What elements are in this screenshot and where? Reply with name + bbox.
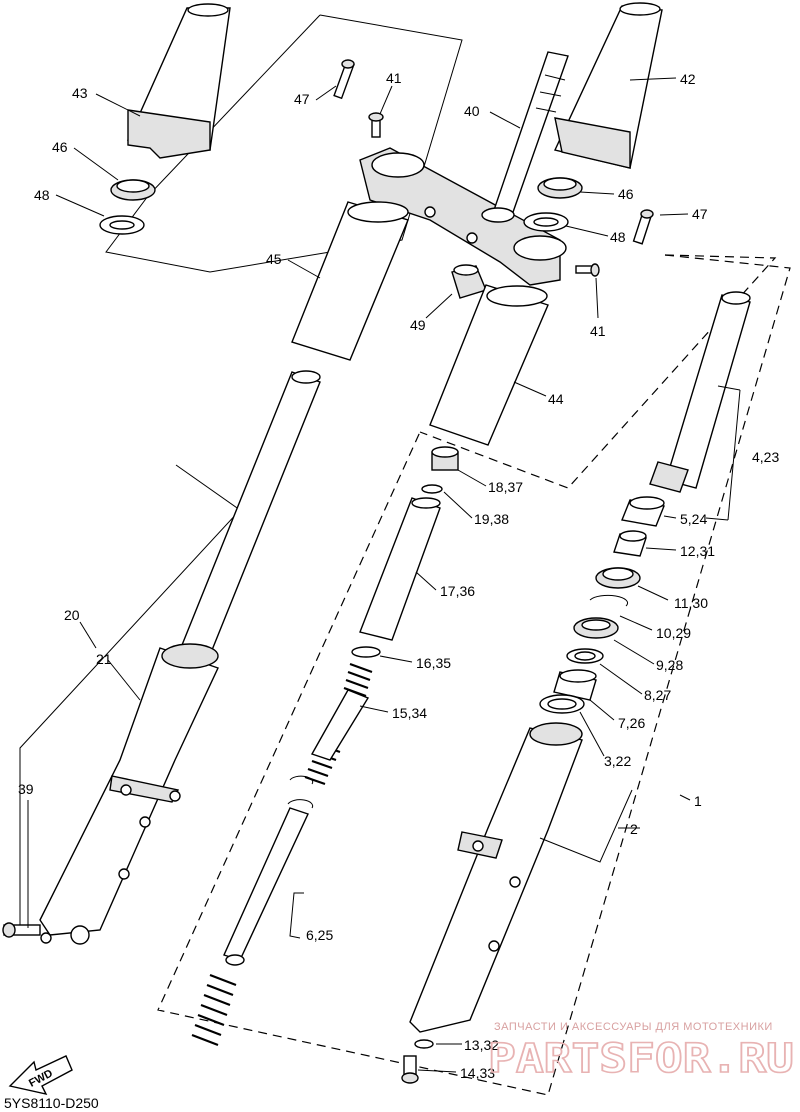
callout-48-left: 48 <box>34 187 50 203</box>
callout-8-27: 8,27 <box>644 687 671 703</box>
stem-nut-49 <box>451 264 487 299</box>
callout-2: 2 <box>630 821 638 837</box>
washer-right-48 <box>523 212 569 232</box>
callout-14-33: 14,33 <box>460 1065 495 1081</box>
callout-labels: 43 46 48 47 41 40 42 46 47 48 45 49 41 4… <box>18 70 779 1081</box>
under-bracket <box>359 147 567 286</box>
callout-15-34: 15,34 <box>392 705 427 721</box>
fork-spring-15 <box>304 662 373 786</box>
slide-metal-7 <box>553 669 597 701</box>
diagram-code: 5YS8110-D250 <box>4 1095 99 1111</box>
assembly-outlines <box>19 14 791 1096</box>
left-outer-tube-21 <box>39 643 219 945</box>
bolt-47-top <box>333 59 355 100</box>
ring-nut-left-46 <box>110 179 156 201</box>
callout-47-top: 47 <box>294 91 310 107</box>
callout-3-22: 3,22 <box>604 753 631 769</box>
callout-9-28: 9,28 <box>656 657 683 673</box>
callout-5-24: 5,24 <box>680 511 707 527</box>
callout-47-right: 47 <box>692 206 708 222</box>
gasket-13 <box>414 1039 434 1049</box>
callout-46-left: 46 <box>52 139 68 155</box>
callout-13-32: 13,32 <box>464 1037 499 1053</box>
callout-18-37: 18,37 <box>488 479 523 495</box>
callout-39: 39 <box>18 781 34 797</box>
callout-46-right: 46 <box>618 186 634 202</box>
fork-cover-right-42 <box>554 2 663 169</box>
callout-44: 44 <box>548 391 564 407</box>
outer-tube-2 <box>409 722 583 1033</box>
o-ring-19 <box>421 484 443 494</box>
dust-seal-11 <box>595 567 641 589</box>
cover-45 <box>291 201 409 361</box>
fork-cover-left-43 <box>126 3 231 159</box>
callout-1: 1 <box>694 793 702 809</box>
callout-41-right: 41 <box>590 323 606 339</box>
callout-20: 20 <box>64 607 80 623</box>
callout-10-29: 10,29 <box>656 625 691 641</box>
inner-tube-4 <box>649 291 751 493</box>
callout-43: 43 <box>72 85 88 101</box>
callout-41-top: 41 <box>386 70 402 86</box>
callout-7-26: 7,26 <box>618 715 645 731</box>
callout-4-23: 4,23 <box>752 449 779 465</box>
spacer-17 <box>359 497 441 641</box>
steering-stem-40 <box>481 51 569 223</box>
callout-11-30: 11,30 <box>674 595 708 611</box>
damper-rod-6 <box>223 807 309 966</box>
bolt-41-top <box>368 112 384 138</box>
fwd-arrow-icon: FWD <box>8 1055 73 1096</box>
callout-45: 45 <box>266 251 282 267</box>
callout-19-38: 19,38 <box>474 511 509 527</box>
clip-10 <box>589 594 629 607</box>
bolt-47-right <box>632 209 654 245</box>
callout-42: 42 <box>680 71 696 87</box>
washer-left-48 <box>99 215 145 235</box>
callout-16-35: 16,35 <box>416 655 451 671</box>
cover-44 <box>429 284 549 446</box>
callout-17-36: 17,36 <box>440 583 475 599</box>
callout-12-31: 12,31 <box>680 543 715 559</box>
bolt-41-right <box>575 263 600 277</box>
rebound-spring <box>191 973 237 1047</box>
bushing-3 <box>539 694 585 714</box>
guide-bush-5 <box>621 496 665 527</box>
ring-nut-right-46 <box>537 177 583 199</box>
oil-seal-9 <box>573 617 619 639</box>
circlip <box>287 775 314 809</box>
callout-6-25: 6,25 <box>306 927 333 943</box>
slide-metal-12 <box>613 530 647 557</box>
washer-8 <box>566 648 604 664</box>
callout-40: 40 <box>464 103 480 119</box>
callout-21: 21 <box>96 651 112 667</box>
washer-16 <box>351 646 381 658</box>
left-inner-tube-20 <box>179 370 321 661</box>
callout-48-right: 48 <box>610 229 626 245</box>
watermark-tagline: ЗАПЧАСТИ И АКСЕССУАРЫ ДЛЯ МОТОТЕХНИКИ <box>494 1021 773 1033</box>
cap-bolt-18 <box>431 446 459 471</box>
leader-lines <box>27 77 741 1073</box>
drain-bolt-39 <box>2 922 52 944</box>
bolt-14 <box>401 1055 419 1084</box>
callout-49: 49 <box>410 317 426 333</box>
watermark: ЗАПЧАСТИ И АКСЕССУАРЫ ДЛЯ МОТОТЕХНИКИ PA… <box>487 1021 795 1083</box>
watermark-brand: PARTSFOR.RU <box>488 1036 794 1082</box>
